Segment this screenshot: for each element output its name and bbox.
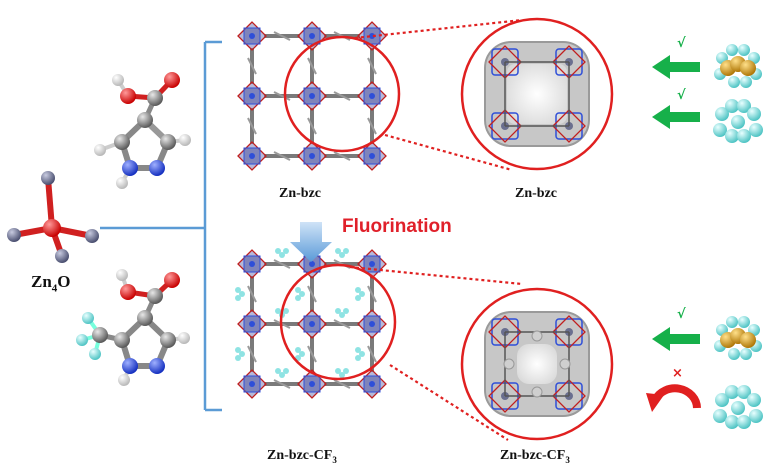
zn-bzc-cf3-pore-magnified — [484, 311, 590, 417]
bzc-cf3-linker-molecule — [76, 269, 190, 386]
magnified-circle-bottom — [460, 287, 614, 441]
cross-mark: × — [672, 366, 683, 381]
zn4o-label: Zn4O — [31, 272, 71, 295]
green-arrow-1 — [652, 55, 700, 79]
zoom-lines — [349, 18, 523, 441]
fluorocarbon-molecule-bottom — [713, 385, 763, 429]
zn-bzc-cf3-pore-label: Zn-bzc-CF3 — [500, 448, 570, 465]
fluorination-label: Fluorination — [342, 216, 452, 237]
zn-bzc-pore-magnified — [484, 41, 590, 147]
zn-bzc-framework-label: Zn-bzc — [279, 186, 321, 201]
bzc-linker-molecule — [94, 72, 191, 189]
green-arrow-3 — [652, 327, 700, 351]
zn-bzc-pore-label: Zn-bzc — [515, 186, 557, 201]
fluorination-arrow — [290, 222, 332, 262]
magnified-circle-top — [460, 17, 614, 171]
fluorocarbon-molecule-top — [713, 99, 763, 143]
check-mark-2: √ — [677, 88, 686, 103]
zn4o-cluster — [7, 171, 99, 263]
check-mark-1: √ — [677, 36, 686, 51]
zn-bzc-framework — [237, 21, 387, 171]
pore-highlight-circle-bottom — [279, 263, 397, 381]
connector-bracket — [100, 40, 222, 412]
pore-highlight-circle-top — [283, 35, 401, 153]
blocked-arrow — [646, 384, 701, 412]
propane-molecule-top — [714, 44, 762, 88]
zn-bzc-cf3-framework — [235, 248, 387, 399]
check-mark-3: √ — [677, 307, 686, 322]
propane-molecule-bottom — [714, 316, 762, 360]
green-arrow-2 — [652, 105, 700, 129]
zn-bzc-cf3-framework-label: Zn-bzc-CF3 — [267, 448, 337, 465]
